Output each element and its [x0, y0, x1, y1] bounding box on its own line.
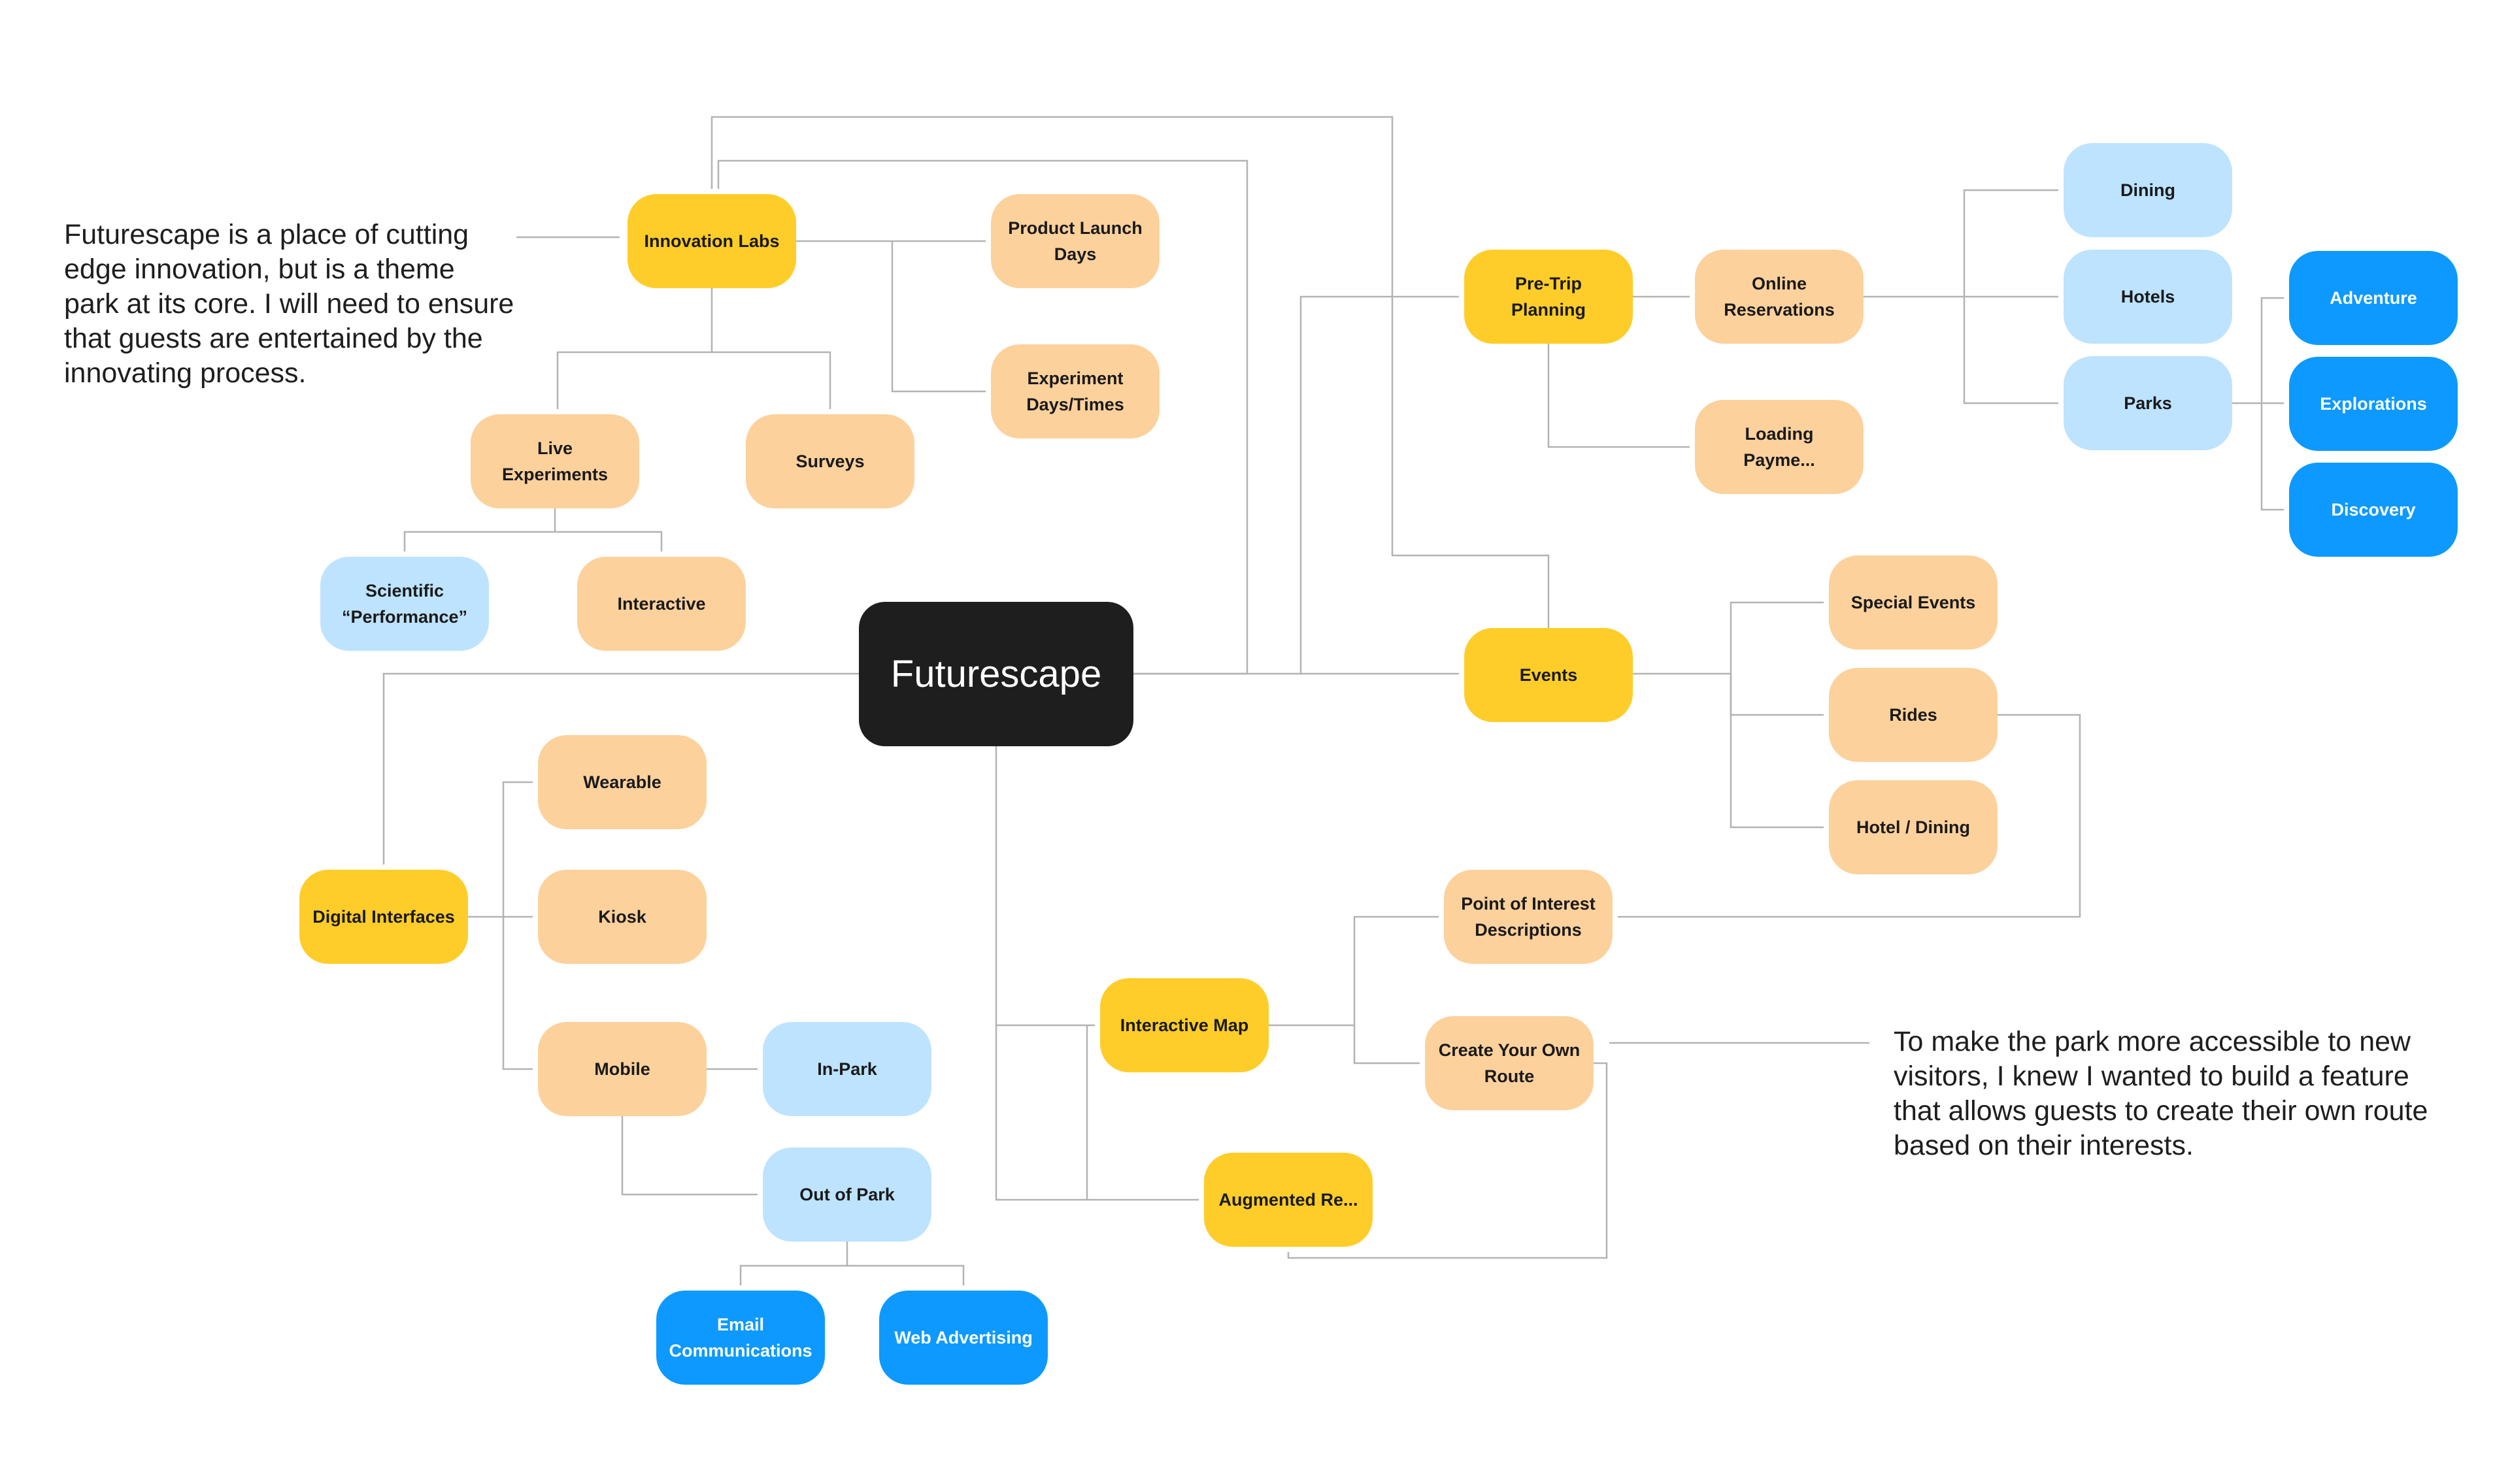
- node-label: Special Events: [1850, 593, 1976, 612]
- node-create-your-own-route[interactable]: Create Your Own Route: [1425, 1016, 1594, 1110]
- node-label: Pre-Trip Planning: [1511, 274, 1586, 320]
- node-scientific-performance[interactable]: Scientific “Performance”: [320, 557, 489, 651]
- connector-line: [891, 241, 986, 393]
- node-adventure[interactable]: Adventure: [2289, 251, 2458, 345]
- connector-line: [621, 1116, 758, 1196]
- node-pre-trip-planning[interactable]: Pre-Trip Planning: [1464, 250, 1633, 344]
- node-out-of-park[interactable]: Out of Park: [763, 1147, 931, 1242]
- connector-line: [995, 746, 1095, 1027]
- node-label: Experiment Days/Times: [1026, 369, 1124, 414]
- node-label: Surveys: [795, 452, 865, 471]
- node-interactive-map[interactable]: Interactive Map: [1100, 978, 1269, 1072]
- node-mobile[interactable]: Mobile: [538, 1022, 707, 1116]
- node-label: Rides: [1889, 705, 1937, 725]
- node-label: Augmented Re...: [1218, 1190, 1358, 1210]
- node-label: Online Reservations: [1724, 274, 1835, 320]
- node-events[interactable]: Events: [1464, 628, 1633, 722]
- node-label: Create Your Own Route: [1438, 1040, 1581, 1086]
- node-interactive[interactable]: Interactive: [577, 557, 746, 651]
- node-label: Mobile: [594, 1059, 650, 1079]
- node-label: Live Experiments: [501, 438, 609, 484]
- node-label: Scientific “Performance”: [341, 581, 468, 627]
- node-wearable[interactable]: Wearable: [538, 735, 707, 829]
- connector-line: [1963, 189, 2058, 297]
- connector-line: [995, 1025, 1199, 1201]
- connector-line: [1133, 295, 1459, 675]
- node-in-park[interactable]: In-Park: [763, 1022, 931, 1116]
- connector-line: [1353, 1025, 1420, 1064]
- node-label: Point of Interest Descriptions: [1461, 894, 1596, 940]
- node-hotel-dining[interactable]: Hotel / Dining: [1829, 780, 1998, 874]
- node-label: Hotels: [2120, 287, 2175, 306]
- node-label: Web Advertising: [894, 1328, 1033, 1347]
- node-label: Adventure: [2330, 288, 2417, 308]
- node-label: Explorations: [2320, 394, 2427, 414]
- node-explorations[interactable]: Explorations: [2289, 357, 2458, 451]
- node-label: Parks: [2124, 393, 2172, 413]
- innovation-note: Futurescape is a place of cutting edge i…: [64, 219, 514, 389]
- connector-line: [502, 917, 533, 1070]
- connector-line: [1547, 344, 1690, 448]
- node-label: Out of Park: [799, 1185, 895, 1204]
- connector-line: [1353, 915, 1439, 1025]
- connector-line: [711, 116, 1550, 628]
- node-label: Innovation Labs: [644, 231, 780, 251]
- connector-line: [712, 351, 831, 409]
- node-innovation-labs[interactable]: Innovation Labs: [628, 194, 796, 288]
- node-loading-payment[interactable]: Loading Payme...: [1695, 400, 1864, 494]
- connector-line: [1618, 714, 2081, 918]
- node-augmented-reality[interactable]: Augmented Re...: [1204, 1153, 1373, 1247]
- node-special-events[interactable]: Special Events: [1829, 555, 1998, 650]
- node-live-experiments[interactable]: Live Experiments: [471, 414, 639, 508]
- connector-line: [502, 781, 533, 917]
- central-topic-label: Futurescape: [890, 652, 1102, 695]
- node-label: Product Launch Days: [1008, 218, 1143, 264]
- node-point-of-interest-descriptions[interactable]: Point of Interest Descriptions: [1444, 870, 1613, 964]
- node-web-advertising[interactable]: Web Advertising: [879, 1291, 1048, 1385]
- connector-line: [1287, 1062, 1608, 1259]
- node-label: Hotel / Dining: [1856, 817, 1970, 837]
- route-note: To make the park more accessible to new …: [1894, 1026, 2428, 1161]
- node-label: Email Communications: [669, 1315, 812, 1360]
- node-label: Wearable: [583, 772, 661, 792]
- node-rides[interactable]: Rides: [1829, 668, 1998, 762]
- node-label: Digital Interfaces: [312, 907, 455, 927]
- central-topic-futurescape[interactable]: Futurescape: [859, 602, 1133, 746]
- connector-line: [1730, 674, 1824, 716]
- node-product-launch-days[interactable]: Product Launch Days: [991, 194, 1160, 288]
- node-parks[interactable]: Parks: [2064, 356, 2232, 450]
- connector-line: [847, 1264, 965, 1285]
- connector-line: [1963, 297, 2058, 404]
- node-label: In-Park: [817, 1059, 877, 1079]
- node-label: Events: [1519, 665, 1578, 685]
- connector-line: [1730, 674, 1824, 829]
- node-label: Kiosk: [598, 907, 646, 927]
- connector-line: [739, 1242, 848, 1285]
- connector-line: [1730, 601, 1824, 674]
- connector-line: [555, 531, 663, 552]
- connector-line: [2260, 403, 2284, 511]
- node-online-reservations[interactable]: Online Reservations: [1695, 250, 1864, 344]
- node-label: Dining: [2120, 180, 2175, 200]
- node-discovery[interactable]: Discovery: [2289, 463, 2458, 557]
- node-hotels[interactable]: Hotels: [2064, 250, 2232, 344]
- connector-line: [556, 288, 713, 409]
- node-experiment-days-times[interactable]: Experiment Days/Times: [991, 344, 1160, 438]
- node-kiosk[interactable]: Kiosk: [538, 870, 707, 964]
- node-dining[interactable]: Dining: [2064, 143, 2232, 237]
- node-label: Discovery: [2331, 500, 2416, 519]
- connector-line: [2260, 297, 2284, 403]
- node-label: Loading Payme...: [1743, 424, 1815, 470]
- node-label: Interactive Map: [1120, 1015, 1249, 1035]
- node-digital-interfaces[interactable]: Digital Interfaces: [299, 870, 468, 964]
- connector-line: [403, 508, 556, 552]
- node-label: Interactive: [617, 594, 706, 614]
- connector-line: [382, 672, 859, 865]
- node-surveys[interactable]: Surveys: [746, 414, 914, 508]
- node-email-communications[interactable]: Email Communications: [656, 1291, 825, 1385]
